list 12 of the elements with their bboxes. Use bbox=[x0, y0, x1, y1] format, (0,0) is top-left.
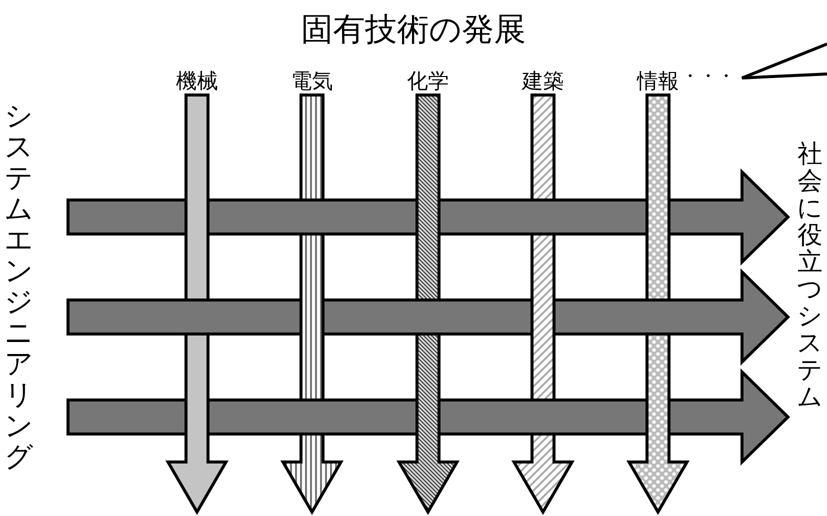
field-arrow bbox=[626, 69, 690, 515]
field-label: 建築 bbox=[522, 69, 564, 93]
field-label: 情報 bbox=[637, 69, 679, 93]
field-label: 機械 bbox=[176, 69, 218, 93]
title: 固有技術の発展 bbox=[300, 9, 527, 50]
field-label: 化学 bbox=[407, 69, 449, 93]
field-arrow bbox=[396, 69, 460, 515]
field-label: 電気 bbox=[291, 69, 333, 93]
field-arrow bbox=[165, 69, 229, 515]
ellipsis: ・・・ bbox=[681, 65, 735, 88]
side-label: システムエンジニアリング bbox=[4, 100, 34, 472]
side-label: 社会に役立つシステム bbox=[796, 140, 824, 410]
